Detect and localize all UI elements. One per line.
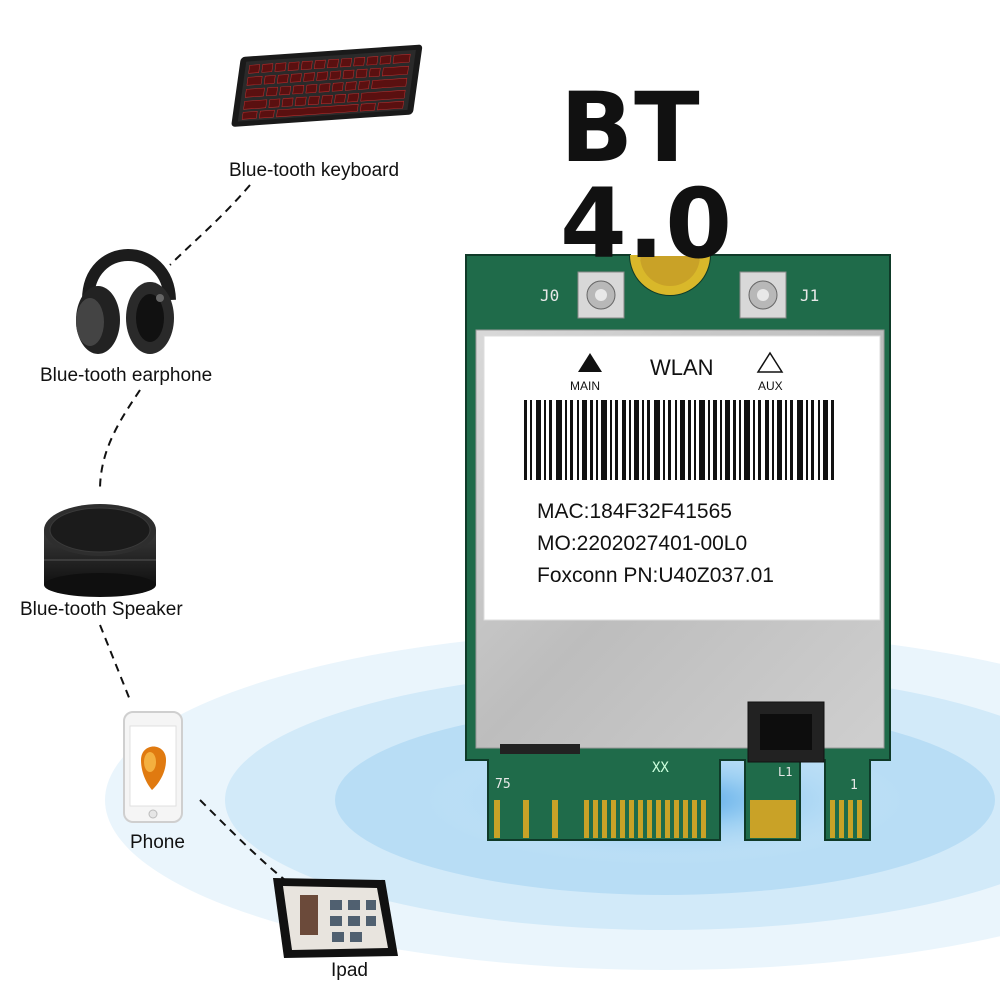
aux-antenna-label: AUX: [758, 379, 783, 393]
page-title: BT 4.0: [560, 72, 734, 280]
speaker-icon: [44, 504, 156, 597]
main-antenna-label: MAIN: [570, 379, 600, 393]
barcode: [524, 400, 834, 480]
pin-xx-label: XX: [652, 760, 669, 776]
speaker-caption: Blue-tooth Speaker: [20, 599, 183, 620]
ipad-caption: Ipad: [331, 960, 368, 981]
mac-address: MAC:184F32F41565: [537, 500, 732, 523]
l1-label: L1: [778, 765, 793, 779]
keyboard-icon: [231, 44, 423, 127]
part-number: Foxconn PN:U40Z037.01: [537, 564, 774, 587]
phone-caption: Phone: [130, 832, 185, 853]
j1-label: J1: [800, 286, 820, 305]
j0-label: J0: [540, 286, 560, 305]
model-number: MO:2202027401-00L0: [537, 532, 748, 555]
phone-icon: [123, 711, 183, 823]
headphones-icon: [76, 249, 176, 354]
pin-1-label: 1: [850, 778, 858, 793]
connection-path: [99, 184, 286, 881]
pin-75-label: 75: [495, 777, 511, 792]
tablet-icon: [273, 878, 398, 958]
keyboard-caption: Blue-tooth keyboard: [229, 160, 400, 181]
earphone-caption: Blue-tooth earphone: [40, 365, 213, 386]
wifi-card: [465, 254, 891, 841]
wlan-label: WLAN: [650, 355, 714, 380]
